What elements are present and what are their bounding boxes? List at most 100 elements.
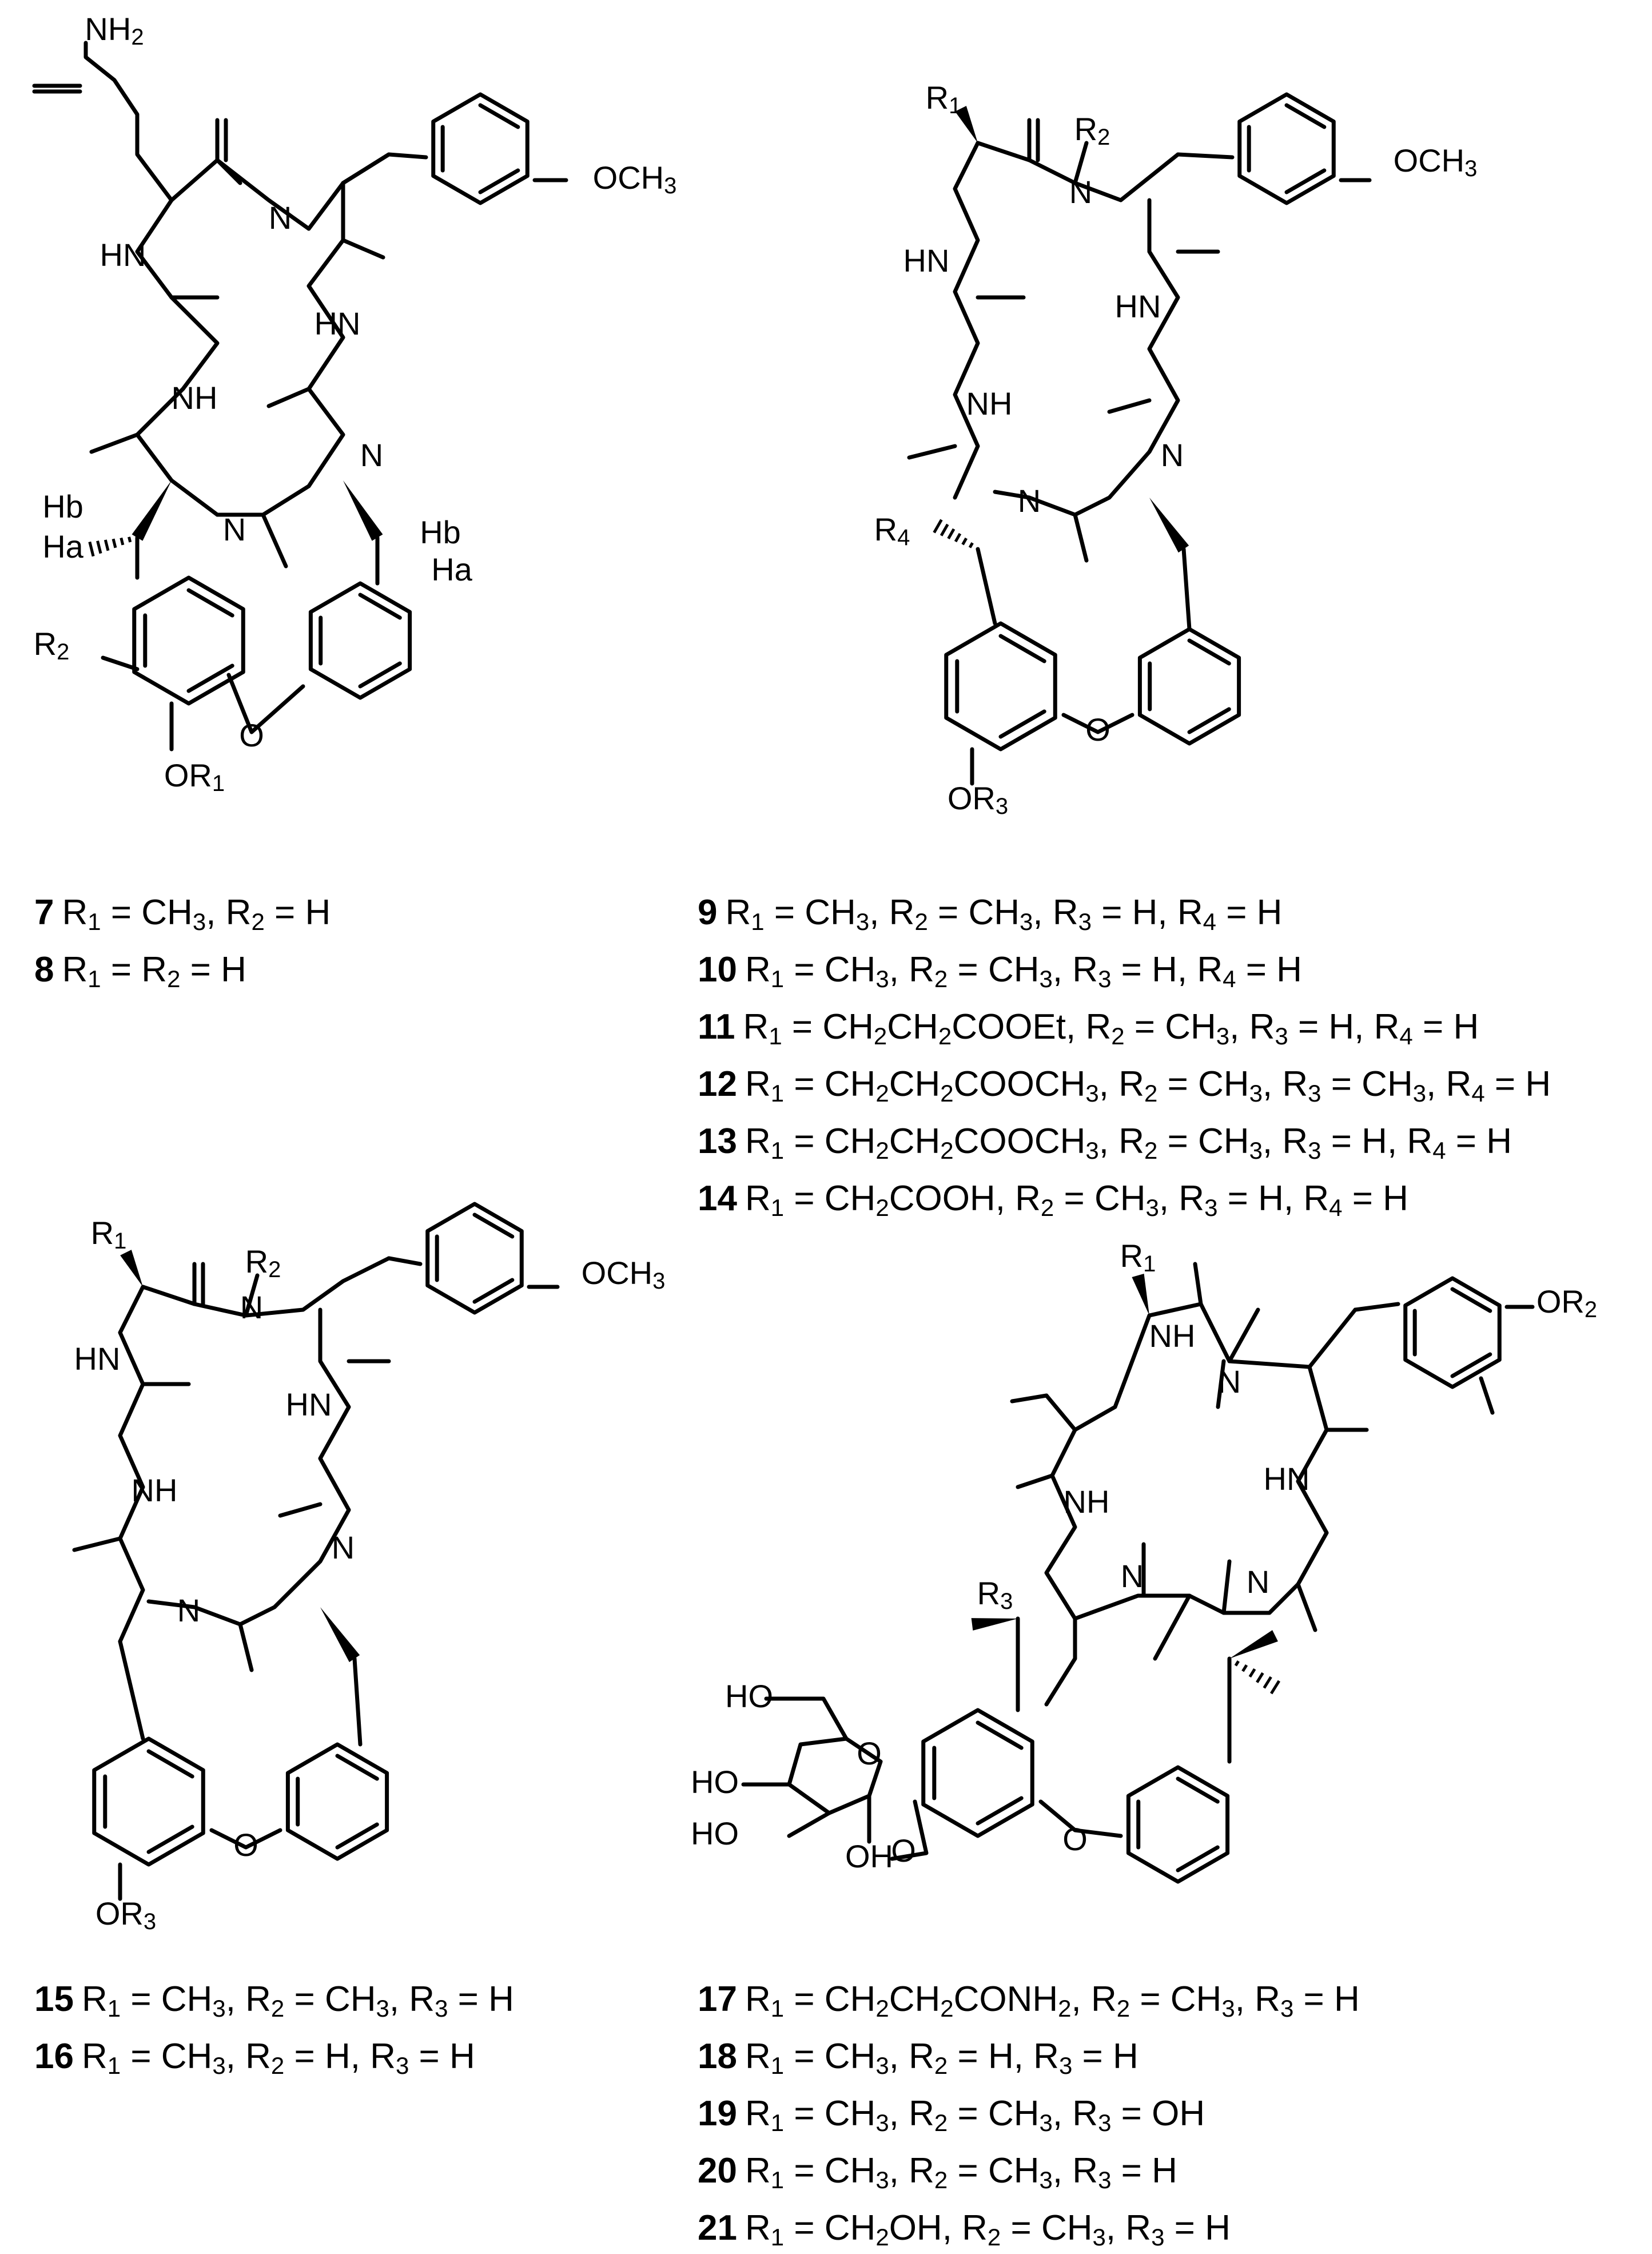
macrocycle-right — [1073, 1365, 1329, 1621]
lower-right-ring-double — [1176, 1776, 1220, 1804]
ether-o-label: O — [233, 1827, 258, 1863]
macrocycle-right — [993, 198, 1180, 517]
methoxy-label: OCH3 — [582, 1255, 666, 1294]
methoxyphenyl-ring-double — [1284, 103, 1327, 129]
substituent-definition: R1 = CH2CH2CONH2, R2 = CH3, R3 = H — [745, 1979, 1360, 2022]
ha-right-label: Ha — [431, 551, 472, 587]
substituent-definition: R1 = CH3, R2 = H, R3 = H — [745, 2037, 1139, 2079]
methoxyphenyl-ring-double — [478, 103, 520, 129]
amide-nh2-label: NH2 — [85, 11, 144, 50]
benzyl-link — [341, 152, 428, 185]
compound-number: 12 — [698, 1064, 737, 1104]
n-methyl-1 — [1216, 1359, 1226, 1409]
carbonyl-right-2 — [1296, 1582, 1317, 1632]
benzyl-link — [1353, 1302, 1400, 1312]
carbonyl-right-2 — [278, 1502, 323, 1518]
nh-label: NH — [132, 1472, 178, 1508]
macrocycle-left — [953, 141, 980, 500]
r1-wedge — [955, 106, 978, 143]
substituent-definition: R1 = CH3, R2 = CH3, R3 = H — [81, 1979, 514, 2022]
lower-left-ring — [132, 575, 245, 706]
compound-number: 21 — [698, 2208, 737, 2248]
stereo-wedge-right — [343, 480, 383, 541]
lower-right-ring — [285, 1742, 389, 1861]
macrocycle-top — [1073, 1302, 1358, 1432]
compound-number: 8 — [34, 950, 54, 989]
n-methyl-label-3: N — [223, 511, 246, 547]
lower-right-ring-double — [335, 1754, 379, 1781]
n-methyl-label-3: N — [177, 1592, 200, 1628]
hb-left-label: Hb — [42, 488, 83, 524]
lower-right-ring-double — [1187, 707, 1231, 734]
glycosidic-o-label: O — [891, 1832, 916, 1869]
lower-left-ring-double — [998, 709, 1046, 739]
nh-label-1: NH — [1149, 1318, 1196, 1354]
lower-left-ring-double — [186, 588, 234, 618]
substituent-definition: R1 = CH2CH2COOCH3, R2 = CH3, R3 = H, R4 … — [745, 1122, 1512, 1164]
aryl-methyl — [1479, 1376, 1495, 1415]
r2-bond — [244, 1273, 260, 1318]
quaternary-methyl-right — [1229, 1630, 1278, 1659]
substituent-definition: R1 = CH3, R2 = CH3, R3 = OH — [745, 2094, 1205, 2136]
r2-label: R2 — [34, 626, 70, 665]
methoxyphenyl-ring-double — [472, 1278, 515, 1304]
carbonyl-left-2 — [1016, 1473, 1054, 1489]
stereo-wedge-left — [132, 480, 172, 541]
r4-hash — [933, 519, 974, 548]
lower-left-ring-double — [146, 1749, 194, 1779]
compound-number: 18 — [698, 2037, 737, 2076]
hn-label-1: HN — [100, 237, 146, 273]
hn-label-1: HN — [903, 243, 950, 279]
methoxyphenyl-ring-double — [478, 168, 520, 194]
ether-o-label: O — [1085, 711, 1110, 748]
benzylic-left — [976, 547, 997, 626]
lower-right-ring — [308, 581, 412, 700]
lower-right-ring-double — [358, 661, 402, 689]
nh-label: NH — [966, 385, 1013, 422]
carbonyl-top-1 — [1193, 1262, 1203, 1306]
hn-label-2: HN — [286, 1386, 332, 1422]
ether-o-label: O — [1062, 1821, 1088, 1857]
compound-number: 20 — [698, 2151, 737, 2191]
ch2-wedge — [1149, 498, 1189, 553]
hn-label-1: HN — [74, 1341, 121, 1377]
carbonyl-right-1 — [341, 238, 385, 260]
compound-number: 19 — [698, 2094, 737, 2133]
substituent-definition: R1 = CH3, R2 = H, R3 = H — [81, 2037, 475, 2079]
n-methyl-label-2: N — [360, 437, 383, 473]
ho-label-1: HO — [725, 1678, 773, 1714]
compound-number: 11 — [698, 1007, 735, 1047]
methoxyphenyl-ring-double — [1284, 168, 1327, 194]
substituent-definition: R1 = CH2COOH, R2 = CH3, R3 = H, R4 = H — [745, 1179, 1408, 1221]
n-methyl-label-3: N — [1247, 1564, 1269, 1600]
lower-left-ring-double — [976, 1796, 1024, 1826]
methoxyphenyl-ring — [425, 1202, 524, 1315]
r2-bond — [101, 655, 140, 671]
carbonyl-left-2 — [89, 432, 140, 454]
benzyl-link — [387, 1256, 423, 1266]
or1-label: OR1 — [164, 757, 225, 796]
benzylic-left — [118, 1639, 145, 1741]
r4-label: R4 — [874, 511, 910, 550]
r1-wedge — [120, 1250, 143, 1287]
methoxy-label: OCH3 — [1394, 142, 1478, 181]
carbonyl-bottom — [238, 1622, 254, 1672]
macrocycle-left — [1044, 1393, 1077, 1707]
carbonyl-top — [192, 1262, 205, 1306]
compound-number: 10 — [698, 950, 737, 989]
n-methyl-label-2: N — [1161, 437, 1184, 473]
oh-label: OH — [845, 1838, 893, 1874]
carbonyl-right-2 — [266, 387, 311, 408]
hydroxymethyl — [764, 1696, 849, 1741]
macrocycle-top — [976, 141, 1180, 202]
